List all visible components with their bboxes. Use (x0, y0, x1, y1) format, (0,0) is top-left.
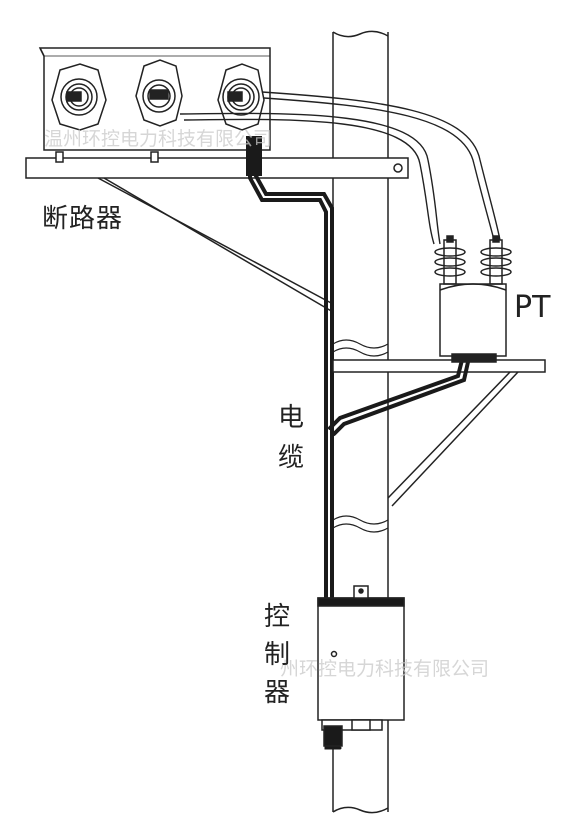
main-cable (246, 136, 342, 750)
pt-cable (328, 358, 470, 436)
pt-lead-wires (179, 91, 501, 245)
label-cable: 电缆 (278, 403, 305, 473)
bushing-icon (135, 59, 183, 127)
pole-break-mark (332, 339, 389, 349)
controller-box (317, 585, 405, 747)
insulator-icon (434, 235, 466, 285)
potential-transformer (434, 235, 512, 363)
label-controller: 控制器 (264, 602, 291, 708)
bolt-icon (393, 163, 403, 173)
label-breaker: 断路器 (42, 204, 124, 234)
label-pt: PT (514, 290, 551, 325)
pole-break-mark (332, 347, 389, 357)
pole-break-mark (332, 515, 389, 525)
pole-break-mark (332, 523, 389, 533)
lower-crossarm (332, 359, 546, 507)
circuit-breaker (38, 47, 271, 151)
insulator-icon (480, 235, 512, 285)
watermark: 州环控电力科技有限公司 (280, 658, 490, 680)
upper-crossarm (25, 151, 409, 313)
bushing-icon (51, 63, 107, 131)
watermark: 温州环控电力科技有限公司 (44, 128, 273, 150)
